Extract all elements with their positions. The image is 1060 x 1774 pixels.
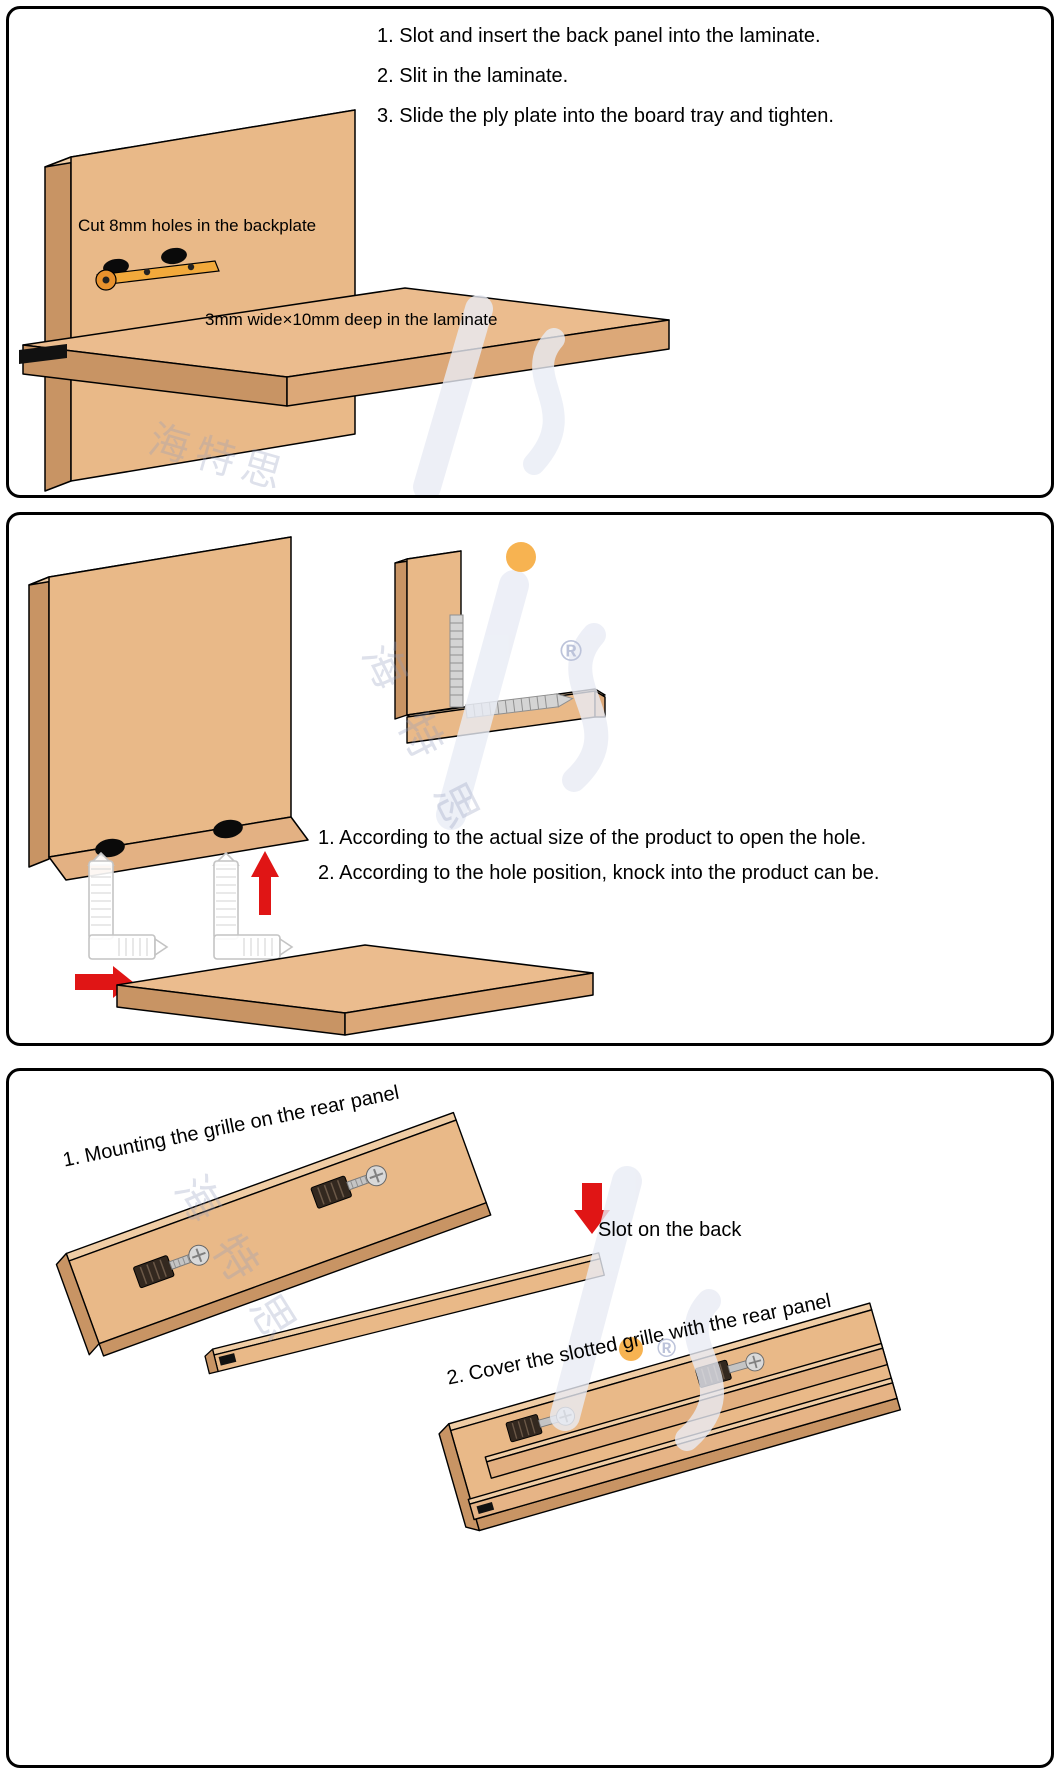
cam-fitting	[133, 1244, 210, 1289]
backplate-label: Cut 8mm holes in the backplate	[78, 216, 317, 235]
strip-slot	[476, 1501, 495, 1515]
grille-strip	[204, 1252, 605, 1375]
slot-label: Slot on the back	[598, 1219, 742, 1241]
product-panel-board	[28, 536, 309, 881]
laminate-slot	[19, 344, 67, 364]
diagram-grille-mounting	[55, 1111, 902, 1532]
panel-step-b: 1. According to the actual size of the p…	[6, 512, 1054, 1046]
step-a-line-2: 2. Slit in the laminate.	[377, 65, 569, 87]
step-a-line-1: 1. Slot and insert the back panel into t…	[377, 25, 821, 47]
panel-step-a: 1. Slot and insert the back panel into t…	[6, 6, 1054, 498]
step-b-line-2: 2. According to the hole position, knock…	[318, 862, 880, 884]
diagram-back-panel-laminate	[19, 109, 670, 495]
laminate-label: 3mm wide×10mm deep in the laminate	[205, 310, 498, 329]
ghost-corner-screw-right	[212, 851, 294, 960]
back-panel-board	[44, 109, 356, 492]
watermark	[413, 295, 565, 495]
mounting-bracket	[95, 260, 220, 291]
laminate-board	[22, 287, 670, 407]
step-a-line-3: 3. Slide the ply plate into the board tr…	[377, 105, 834, 127]
step-b-line-1: 1. According to the actual size of the p…	[318, 827, 867, 849]
arrow-up-icon	[251, 851, 279, 915]
strip-slot	[218, 1353, 237, 1366]
rear-panel-board	[55, 1111, 492, 1357]
panel-step-c: 1. Mounting the grille on the rear panel…	[6, 1068, 1054, 1768]
panel-holes	[95, 819, 243, 858]
diagram-corner-fittings	[28, 536, 609, 1036]
bottom-board	[116, 944, 594, 1036]
watermark	[436, 542, 609, 830]
cam-fitting	[310, 1165, 387, 1209]
ghost-corner-screw-left	[87, 851, 169, 960]
watermark	[550, 1166, 724, 1451]
